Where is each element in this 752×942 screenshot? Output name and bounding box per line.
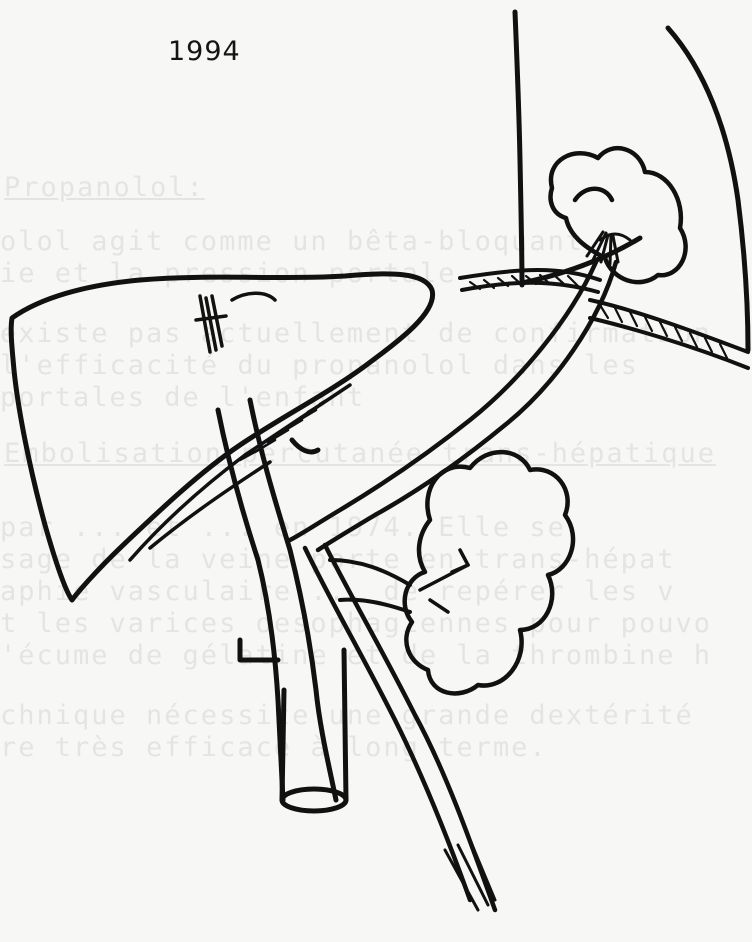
diaphragm-band xyxy=(460,270,748,368)
aorta xyxy=(305,545,495,910)
confluence-vessels xyxy=(330,560,410,612)
vessel-clamp xyxy=(196,296,226,352)
kidney xyxy=(405,452,573,693)
inferior-vena-cava xyxy=(240,440,346,811)
liver-inner-contour xyxy=(130,293,350,560)
kidney-hilum-arrow xyxy=(420,550,468,612)
